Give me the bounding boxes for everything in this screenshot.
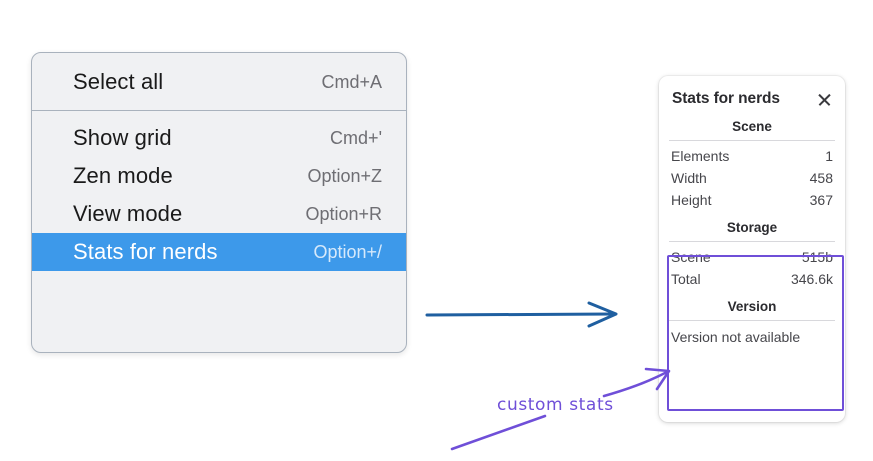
section-title-storage: Storage <box>726 220 778 235</box>
section-divider <box>669 140 835 141</box>
stat-key: Elements <box>671 148 730 164</box>
menu-item-shortcut: Cmd+A <box>321 72 382 92</box>
stat-key: Height <box>671 192 712 208</box>
menu-item-shortcut: Option+/ <box>313 242 382 262</box>
menu-item-label: Zen mode <box>73 163 173 188</box>
menu-item-shortcut: Option+R <box>305 204 382 224</box>
custom-stats-annotation-label: custom stats <box>497 395 614 415</box>
menu-item-shortcut: Cmd+' <box>330 128 382 148</box>
close-icon[interactable] <box>817 92 832 107</box>
stat-key: Scene <box>671 249 711 265</box>
purple-underline-stroke <box>450 414 547 451</box>
stat-row-scene-size: Scene 515b <box>668 246 836 268</box>
stat-key: Width <box>671 170 707 186</box>
stats-for-nerds-panel: Stats for nerds Scene Elements 1 Width 4… <box>659 76 845 422</box>
section-divider <box>669 241 835 242</box>
blue-arrow-icon <box>425 301 618 328</box>
section-divider <box>669 320 835 321</box>
menu-item-label: Show grid <box>73 125 172 150</box>
section-title-version: Version <box>727 299 777 314</box>
stat-row-height: Height 367 <box>668 189 836 211</box>
stat-value: 367 <box>809 192 833 208</box>
menu-item-zen-mode[interactable]: Zen mode Option+Z <box>32 157 406 195</box>
menu-item-select-all[interactable]: Select all Cmd+A <box>32 63 406 101</box>
menu-item-shortcut: Option+Z <box>307 166 382 186</box>
stats-body: Scene Elements 1 Width 458 Height 367 St… <box>659 110 845 357</box>
menu-item-stats-for-nerds[interactable]: Stats for nerds Option+/ <box>32 233 406 271</box>
version-note: Version not available <box>671 329 801 345</box>
stat-value: 515b <box>801 249 833 265</box>
menu-item-label: Select all <box>73 69 164 94</box>
stat-row-total-size: Total 346.6k <box>668 268 836 290</box>
stat-key: Total <box>671 271 701 287</box>
menu-item-label: Stats for nerds <box>73 239 218 264</box>
context-menu[interactable]: Select all Cmd+A Show grid Cmd+' Zen mod… <box>31 52 407 353</box>
panel-header: Stats for nerds <box>659 76 845 110</box>
menu-item-view-mode[interactable]: View mode Option+R <box>32 195 406 233</box>
stat-row-elements: Elements 1 <box>668 145 836 167</box>
panel-title: Stats for nerds <box>672 90 780 107</box>
stat-value: 458 <box>809 170 833 186</box>
menu-group-2: Show grid Cmd+' Zen mode Option+Z View m… <box>32 111 406 279</box>
menu-group-1: Select all Cmd+A <box>32 53 406 110</box>
menu-separator <box>32 110 406 111</box>
stat-value: 346.6k <box>790 271 833 287</box>
stat-row-width: Width 458 <box>668 167 836 189</box>
menu-item-label: View mode <box>73 201 183 226</box>
stat-value: 1 <box>825 148 833 164</box>
menu-item-show-grid[interactable]: Show grid Cmd+' <box>32 119 406 157</box>
section-title-scene: Scene <box>732 119 772 134</box>
